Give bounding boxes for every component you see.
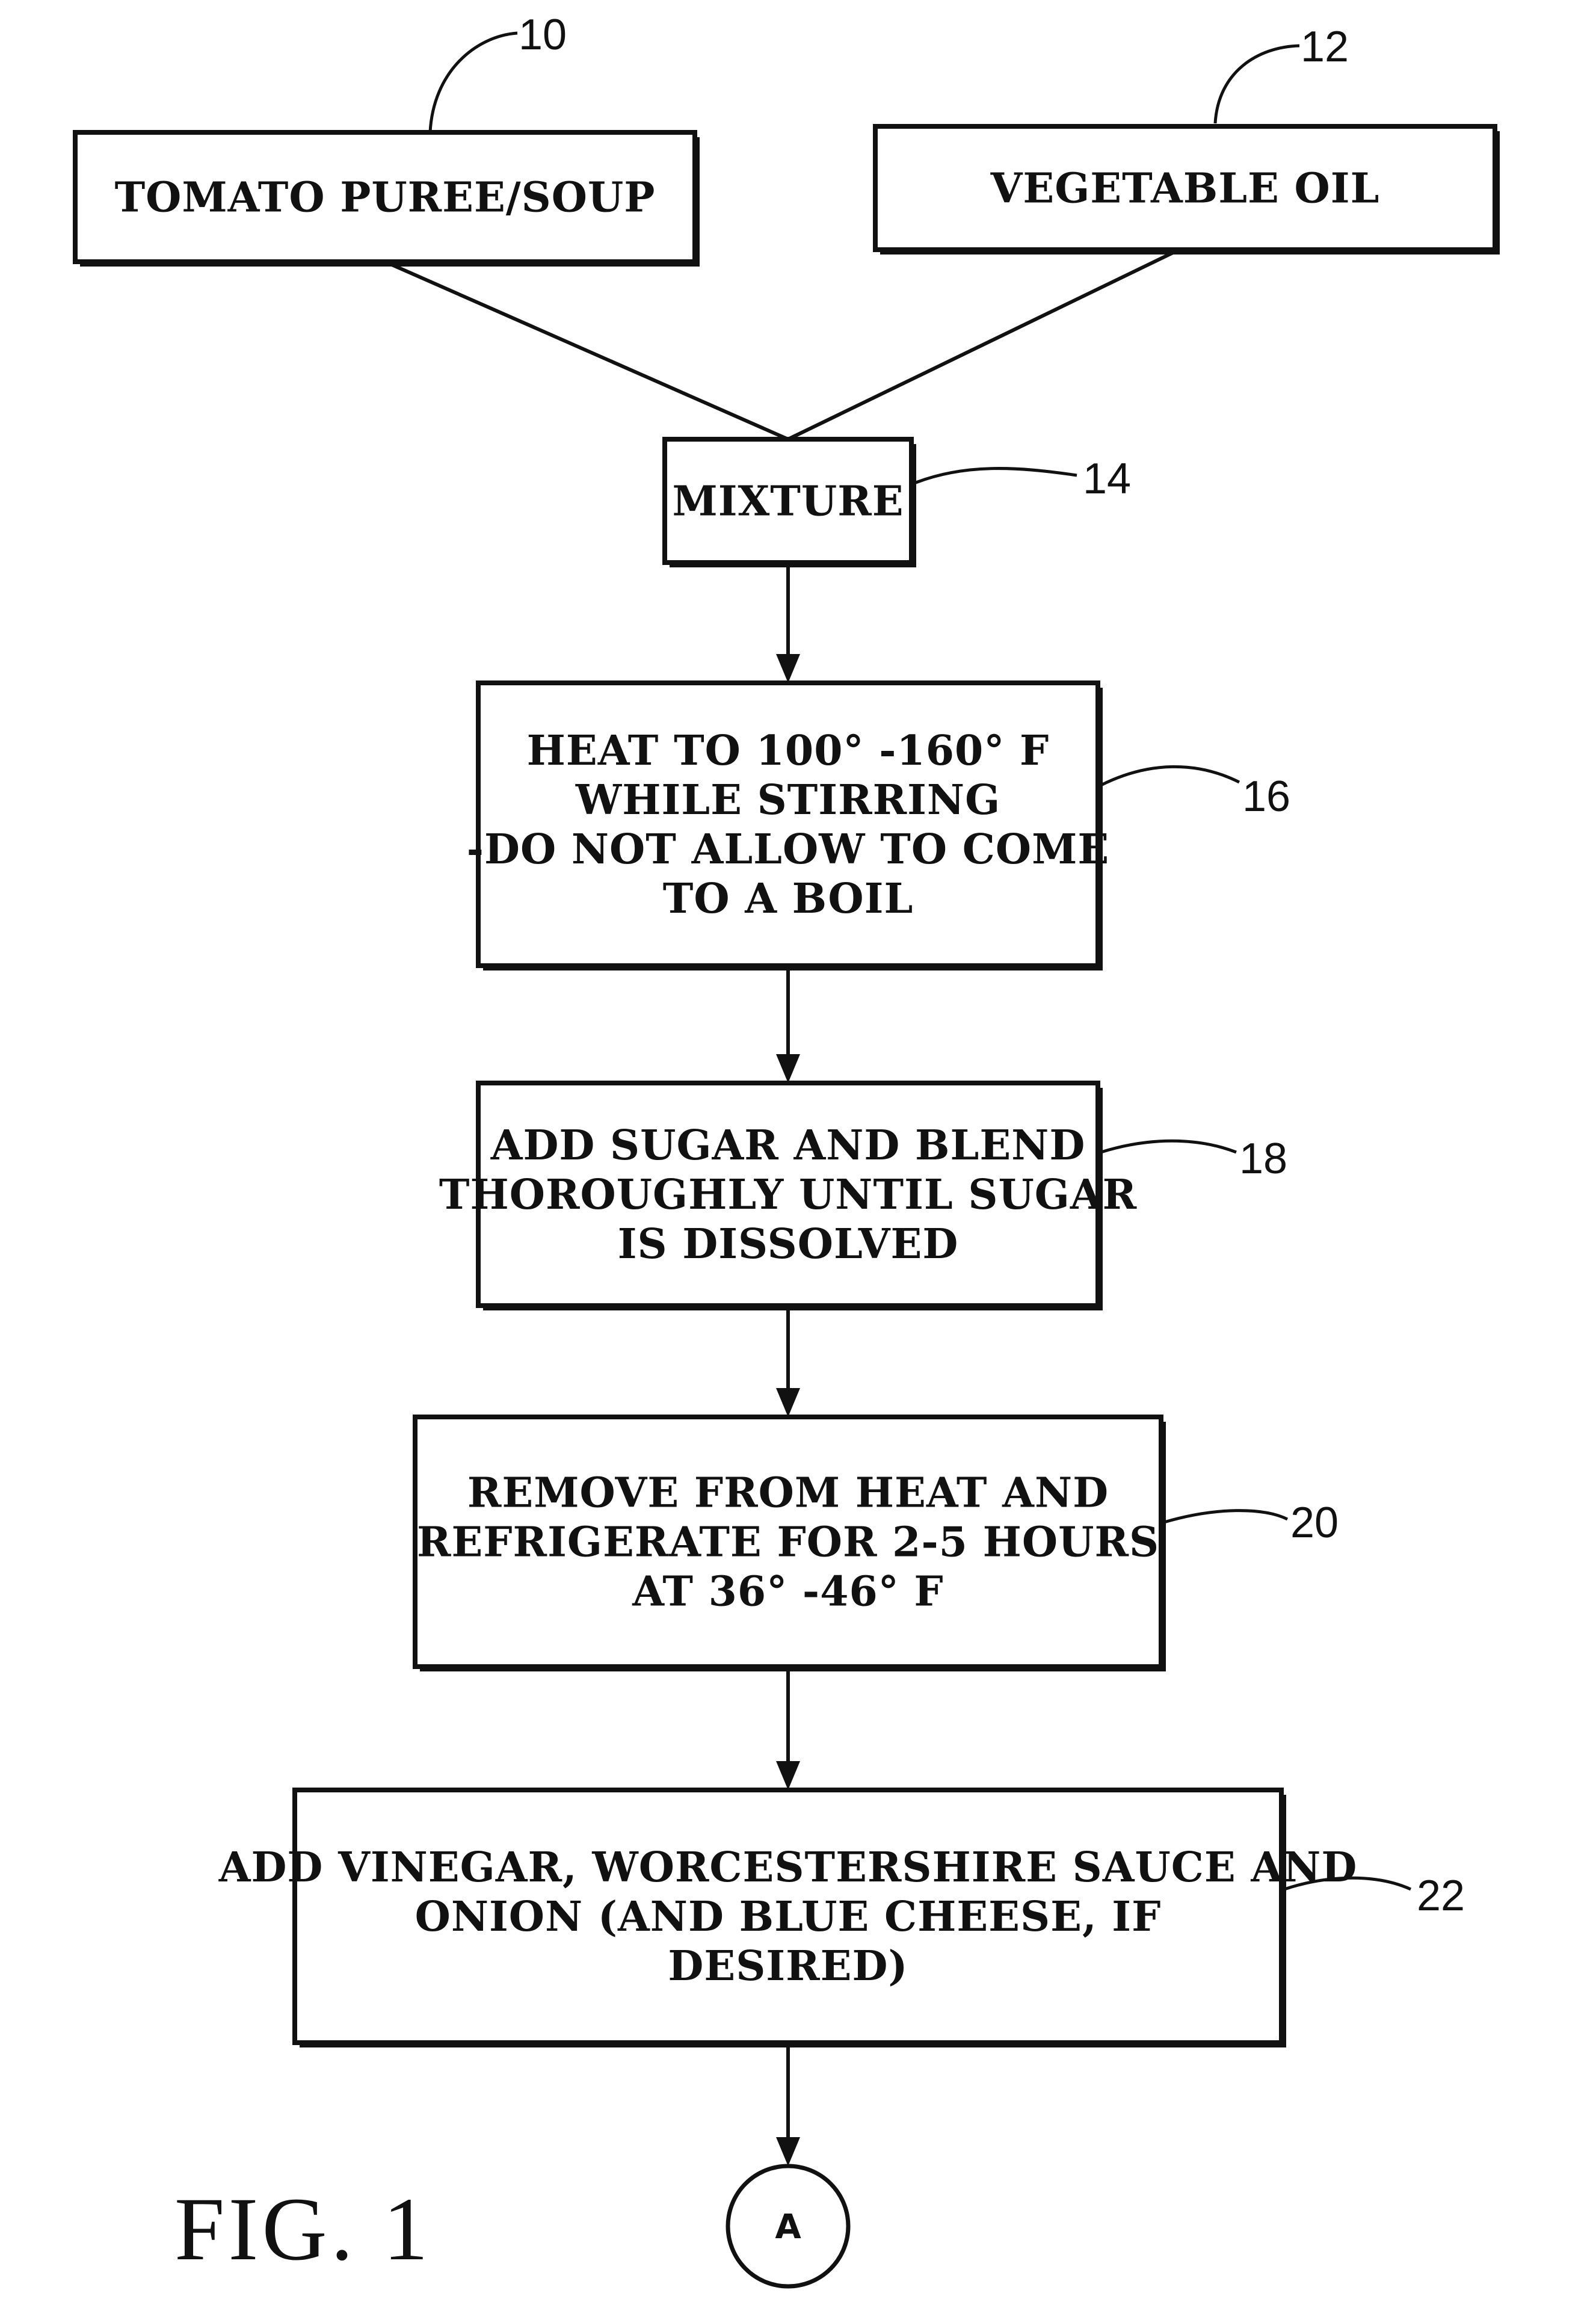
merge-line [787,248,1180,441]
box-text-line: AT 36° -46° F [632,1568,943,1616]
arrowhead [776,1388,800,1417]
box-text-line: ADD VINEGAR, WORCESTERSHIRE SAUCE AND [218,1844,1358,1892]
reference-numeral: 10 [519,11,567,59]
process-box-14: MIXTURE 14 [662,437,1131,567]
reference-numeral: 12 [1301,23,1349,71]
arrowhead [776,1054,800,1083]
process-box-22: ADD VINEGAR, WORCESTERSHIRE SAUCE ANDONI… [218,1788,1465,2047]
process-box-12: VEGETABLE OIL 12 [873,23,1500,255]
reference-numeral: 14 [1083,455,1131,503]
arrowhead [776,1761,800,1790]
edges-layer [384,248,1180,2166]
box-outline [292,1788,1284,2045]
box-text-line: ADD SUGAR AND BLEND [490,1122,1086,1170]
reference-numeral: 20 [1290,1499,1339,1547]
connector-circle [726,2164,851,2289]
box-text-line: REMOVE FROM HEAT AND [467,1469,1109,1517]
figure-label: FIG. 1 [174,2179,432,2279]
box-text-line: DESIRED) [668,1942,908,1990]
box-outline [476,680,1100,968]
arrowhead [776,2137,800,2166]
box-text-line: VEGETABLE OIL [990,165,1380,213]
box-text-line: MIXTURE [672,478,904,526]
reference-numeral: 18 [1239,1135,1287,1183]
box-text-line: -DO NOT ALLOW TO COME [467,825,1109,874]
box-outline [662,437,914,565]
box-outline [73,130,697,264]
box-outline [476,1081,1100,1308]
reference-leader-line [1213,44,1300,124]
process-box-10: TOMATO PUREE/SOUP 10 [73,11,700,267]
flow-arrow [776,567,800,683]
reference-leader-line [1100,765,1240,787]
reference-leader-line [1284,1876,1412,1891]
box-text-line: IS DISSOLVED [618,1220,959,1268]
box-text-line: WHILE STIRRING [575,776,1000,824]
reference-leader-line [428,31,518,133]
flow-arrow [776,1310,800,1417]
box-text-line: ONION (AND BLUE CHEESE, IF [415,1893,1162,1941]
flow-arrow [776,2047,800,2166]
box-text-line: THOROUGHLY UNTIL SUGAR [439,1171,1137,1219]
connector-label: A [775,2208,801,2247]
flow-arrow [776,1671,800,1790]
reference-leader-line [1163,1509,1289,1524]
box-outline [873,124,1497,252]
box-text-line: TO A BOIL [663,875,914,923]
reference-numeral: 16 [1242,773,1290,821]
box-text-line: TOMATO PUREE/SOUP [115,174,656,222]
arrowhead [776,654,800,683]
box-outline [413,1415,1163,1669]
merge-line [384,260,789,441]
reference-numeral: 22 [1417,1872,1465,1920]
off-page-connector: A [726,2164,851,2289]
flow-arrow [776,970,800,1083]
reference-leader-line [1100,1139,1237,1154]
box-text-line: HEAT TO 100° -160° F [527,727,1050,775]
reference-leader-line [911,467,1077,486]
box-text-line: REFRIGERATE FOR 2-5 HOURS [417,1519,1159,1567]
